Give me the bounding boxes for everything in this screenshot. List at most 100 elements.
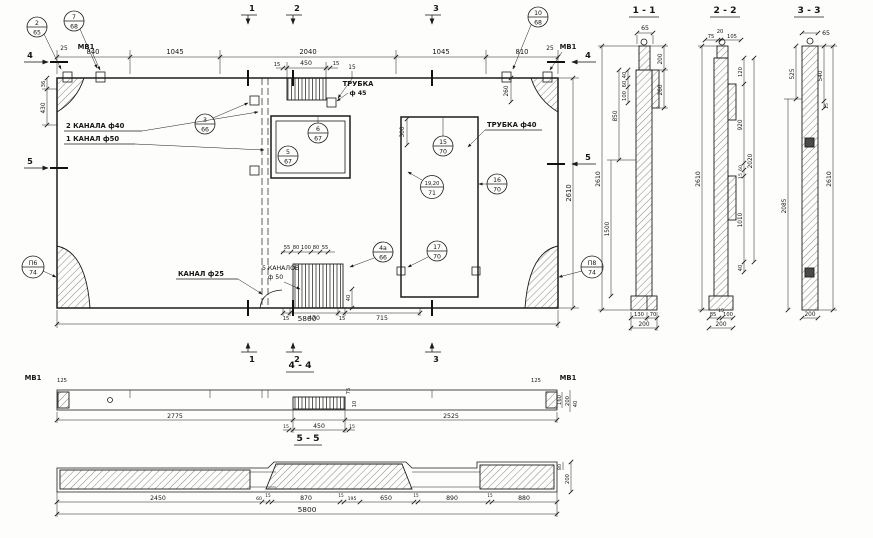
callout-bottom: 71 bbox=[428, 190, 436, 197]
dim-label: 880 bbox=[518, 495, 530, 502]
annotation-label: 5 КАНАЛОВ bbox=[262, 265, 299, 272]
solid-zone-right bbox=[479, 464, 555, 490]
dims-2-2: 75 20 105 120 920 60 15 1010 40 2020 261… bbox=[695, 29, 757, 331]
callout-top: 16 bbox=[493, 177, 501, 184]
section-title: 2 - 2 bbox=[714, 5, 737, 16]
dim-label: 15 bbox=[274, 62, 281, 68]
opening-box bbox=[400, 116, 479, 298]
callout-bottom: 68 bbox=[70, 24, 78, 31]
dim-label: 2775 bbox=[167, 413, 183, 420]
dim-label: 60 bbox=[256, 496, 262, 502]
dims-3-3: 65 525 2085 540 15 2610 200 bbox=[782, 30, 837, 321]
callout-top: 19,20 bbox=[425, 181, 440, 187]
dim-label: 20 bbox=[717, 29, 724, 35]
dim-label: 80 bbox=[313, 245, 320, 251]
dim-label: 15 bbox=[333, 61, 340, 67]
dim-label: 200 bbox=[715, 322, 726, 328]
callout-bottom: 70 bbox=[493, 187, 501, 194]
callout-15-70: 15 70 bbox=[432, 118, 454, 157]
dim-label: 75 bbox=[708, 34, 715, 40]
dim-label: 80 bbox=[557, 464, 563, 470]
callout-16-70: 16 70 bbox=[478, 173, 508, 195]
dim-label: 65 bbox=[822, 30, 830, 37]
section-marker-1-bottom: 1 bbox=[241, 300, 257, 364]
callout-top: П8 bbox=[588, 260, 597, 267]
section-marker-5-right: 5 bbox=[547, 152, 596, 167]
dim-label: 100 bbox=[301, 245, 311, 251]
callout-4a-66: 4а 66 bbox=[349, 241, 394, 268]
dim-label: 200 bbox=[565, 396, 571, 406]
end-anchor-right bbox=[545, 391, 558, 409]
section-2-2: 2 - 2 75 20 105 120 920 60 15 1010 40 20… bbox=[695, 5, 757, 331]
section-marker-2-top: 2 bbox=[286, 3, 302, 86]
dim-label: 470 bbox=[308, 315, 320, 322]
dim-label: 15 bbox=[339, 316, 346, 322]
marker-label: 1 bbox=[249, 354, 255, 364]
annotation-label: ф 50 bbox=[268, 274, 283, 281]
callout-top: 4а bbox=[379, 245, 387, 252]
callout-top: 17 bbox=[433, 244, 441, 251]
corner-key-bottom-right bbox=[524, 245, 559, 309]
dim-label: 430 bbox=[41, 102, 47, 113]
annotation-label: 1 КАНАЛ ф50 bbox=[66, 135, 119, 143]
dim-label: 75 bbox=[346, 388, 352, 395]
dim-label: 870 bbox=[300, 495, 312, 502]
callout-top: 3 bbox=[203, 117, 207, 124]
dim-label: 300 bbox=[400, 126, 406, 137]
dim-label: 40 bbox=[738, 265, 744, 272]
dim-label: 55 bbox=[322, 245, 329, 251]
dim-label: 200 bbox=[804, 312, 815, 318]
dim-label: 850 bbox=[613, 110, 619, 121]
dims-5-5: 80 200 2450 60 15 870 15 195 650 15 890 … bbox=[54, 459, 574, 517]
dim-label: 36 bbox=[41, 81, 47, 88]
annotation-label: ТРУБКА bbox=[343, 80, 375, 88]
dim-label: 260 bbox=[658, 84, 664, 95]
section-marker-5-left: 5 bbox=[24, 156, 68, 171]
dim-label: 10 bbox=[352, 401, 358, 408]
dim-label: 2610 bbox=[695, 171, 702, 187]
callout-top: 7 bbox=[72, 14, 76, 21]
section-marker-4-left: 4 bbox=[24, 50, 68, 65]
dim-label: 100 bbox=[723, 312, 733, 318]
callout-bottom: 66 bbox=[201, 127, 209, 134]
dim-label: 15 bbox=[487, 493, 493, 498]
dim-label: 525 bbox=[790, 68, 796, 79]
dim-label: 2525 bbox=[443, 413, 459, 420]
dim-label: 15 bbox=[824, 103, 830, 109]
dim-label: 200 bbox=[565, 474, 571, 484]
callout-bottom: 67 bbox=[314, 136, 322, 143]
marker-label: 3 bbox=[433, 3, 439, 13]
dim-label: 5800 bbox=[298, 505, 317, 514]
corner-key-top-right bbox=[530, 77, 559, 113]
dim-label: 540 bbox=[818, 70, 824, 81]
corner-key-bottom-left bbox=[56, 245, 91, 309]
section-marker-1-top: 1 bbox=[241, 3, 257, 86]
callout-top: 6 bbox=[316, 126, 320, 133]
callout-bottom: 74 bbox=[29, 270, 37, 277]
dim-label: 840 bbox=[87, 48, 100, 56]
label-two-channels: 2 КАНАЛА ф40 bbox=[64, 111, 259, 132]
dim-label: 890 bbox=[446, 495, 458, 502]
dim-label: 1045 bbox=[432, 48, 449, 56]
strip-outline bbox=[56, 461, 558, 493]
vent-block bbox=[286, 77, 327, 101]
callout-top: 2 bbox=[35, 20, 39, 27]
annotation-label: МВ1 bbox=[560, 374, 577, 382]
dim-label: 650 bbox=[380, 495, 392, 502]
dims-1-1: 65 200 260 40 60 100 850 1500 2610 130 7… bbox=[595, 25, 668, 331]
window-box bbox=[270, 115, 351, 179]
dim-label: 715 bbox=[376, 315, 388, 322]
callout-bottom: 70 bbox=[433, 254, 441, 261]
callout-top: 5 bbox=[286, 149, 290, 156]
dim-label: 100 bbox=[622, 91, 628, 101]
solid-zone bbox=[59, 469, 251, 490]
label-tube-40: ТРУБКА ф40 bbox=[467, 121, 542, 148]
dim-row-top: 25 840 1045 2040 1045 810 25 bbox=[54, 46, 561, 74]
dim-label: 200 bbox=[658, 53, 664, 64]
marker-label: 1 bbox=[249, 3, 255, 13]
label-five-channels: 5 КАНАЛОВ ф 50 bbox=[262, 265, 301, 290]
dim-label: 125 bbox=[57, 378, 67, 384]
section-marker-4-right: 4 bbox=[547, 50, 596, 65]
